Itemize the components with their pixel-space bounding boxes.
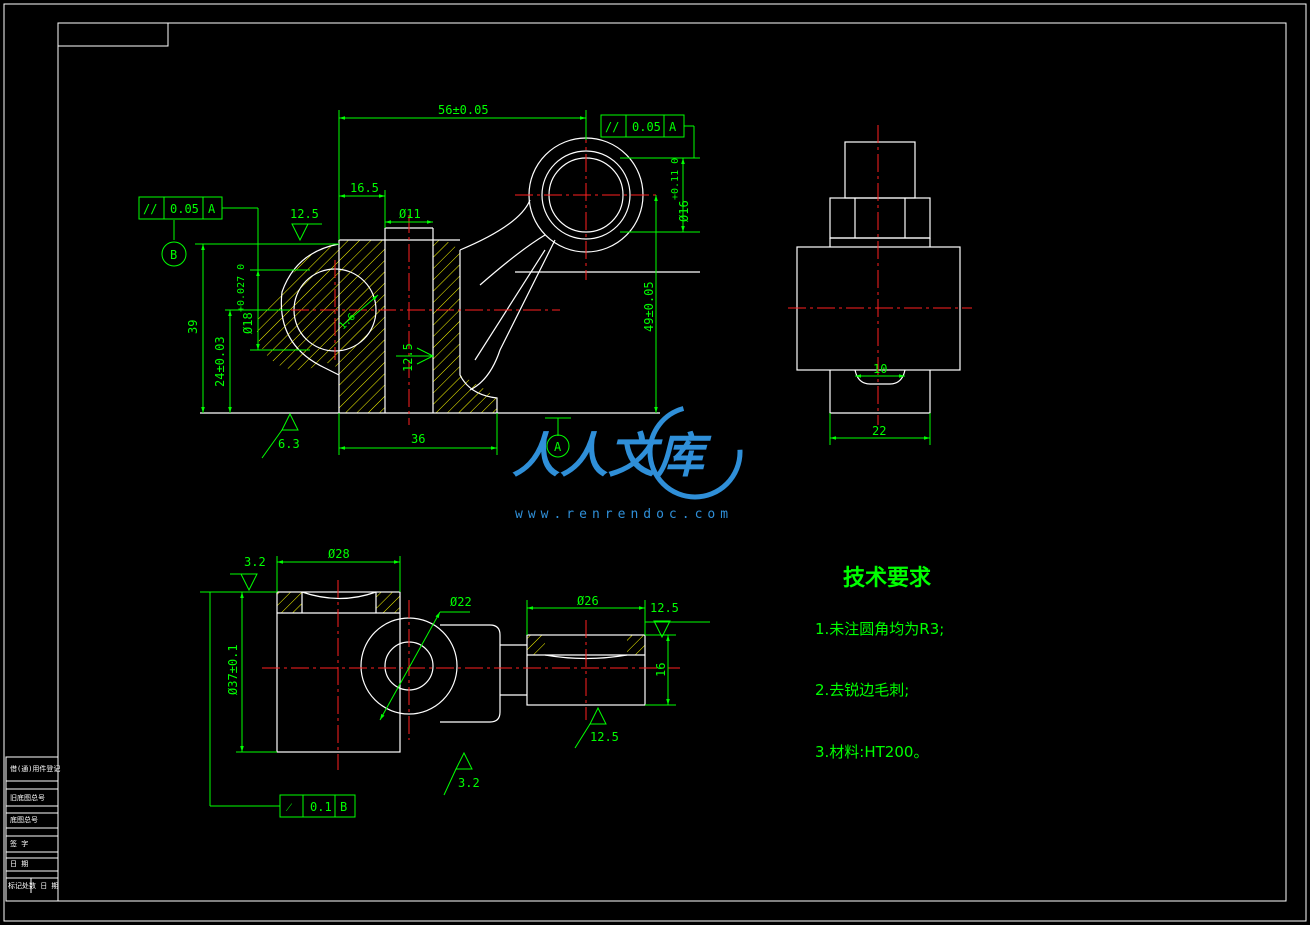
datum-b-label: B [170,248,177,262]
dim-width-36: 36 [411,432,425,446]
tech-item-3: 3.材料:HT200。 [815,743,928,761]
top-outline [276,591,646,753]
side-table-row-1: 旧底图总号 [10,793,45,802]
front-dim-texts: 56±0.05 16.5 Ø11 12.5 39 24±0.03 Ø18 +0.… [143,103,691,454]
dim-d22: Ø22 [450,595,472,609]
side-view: 10 22 [788,125,972,445]
top-fcf [279,794,356,818]
fcf-left-value: 0.05 [170,202,199,216]
top-dim-texts: Ø28 Ø22 Ø26 Ø37±0.1 16 3.2 12.5 12.5 3.2… [226,547,679,814]
roughness-base: 6.3 [278,437,300,451]
fcf-right-datum: A [669,120,677,134]
fcf-right-symbol: // [605,120,619,134]
top-view: Ø28 Ø22 Ø26 Ø37±0.1 16 3.2 12.5 12.5 3.2… [200,547,710,818]
roughness-top: 12.5 [290,207,319,221]
datum-b-circle [161,241,187,267]
side-table-row-5: 标记处数 日 期 [8,881,58,890]
side-table-row-4: 日 期 [10,860,28,868]
roughness-bottom: 3.2 [458,776,480,790]
tech-item-2: 2.去锐边毛刺; [815,681,909,699]
watermark-url: www.renrendoc.com [515,507,733,522]
dim-d37: Ø37±0.1 [226,644,240,695]
top-dim-lines [200,556,710,807]
dim-center-distance: 56±0.05 [438,103,489,117]
roughness-rib: 12.5 [401,343,415,372]
dim-width-22: 22 [872,424,886,438]
front-roughness-symbols [261,223,435,459]
dim-height-39: 39 [186,320,200,334]
datum-a-label: A [554,440,562,454]
dim-bore-18: Ø18 [241,312,255,334]
front-section-hatch [256,240,497,413]
roughness-left: 3.2 [244,555,266,569]
dim-bore-16-tol: +0.11 0 [670,158,681,200]
dim-d26: Ø26 [577,594,599,608]
front-fcf-left [138,196,223,220]
side-table [5,756,59,902]
dim-height-49: 49±0.05 [642,281,656,332]
tech-title: 技术要求 [843,566,931,591]
side-dim-lines [829,374,931,445]
top-fcf-datum: B [340,800,347,814]
datum-a-circle [546,434,570,458]
front-fcf-right [600,114,685,138]
tech-item-1: 1.未注圆角均为R3; [815,620,944,638]
roughness-right-bottom: 12.5 [590,730,619,744]
top-hatch [277,592,645,655]
side-table-labels: 借(通)用件登记 旧底图总号 底图总号 签 字 日 期 标记处数 日 期 [8,764,60,890]
side-centerlines [788,125,972,425]
side-table-row-3: 签 字 [10,839,28,848]
front-centerlines [262,125,660,425]
fcf-left-symbol: // [143,202,157,216]
dim-slot-10: 10 [873,362,887,376]
dim-height-24: 24±0.03 [213,336,227,387]
front-view: 56±0.05 16.5 Ø11 12.5 39 24±0.03 Ø18 +0.… [138,103,700,459]
fcf-right-value: 0.05 [632,120,661,134]
dim-16-5: 16.5 [350,181,379,195]
dim-bore-18-tol: +0.027 0 [236,264,247,312]
front-dim-lines [173,110,700,455]
drawing-border [3,3,1307,922]
dim-bore-11: Ø11 [399,207,421,221]
roughness-right-top: 12.5 [650,601,679,615]
dim-d28: Ø28 [328,547,350,561]
top-fcf-value: 0.1 [310,800,332,814]
side-table-row-0: 借(通)用件登记 [10,764,60,773]
top-fcf-symbol: ⁄ [285,800,293,814]
dim-h16: 16 [654,663,668,677]
top-roughness-symbols [230,573,671,796]
watermark-brand: 人人文库 [512,428,712,484]
dim-bore-16: Ø16 [677,200,691,222]
side-table-row-2: 底图总号 [10,815,38,824]
watermark: 人人文库 www.renrendoc.com [512,404,743,522]
tech-requirements: 技术要求 1.未注圆角均为R3; 2.去锐边毛刺; 3.材料:HT200。 [815,566,944,761]
fcf-left-datum: A [208,202,216,216]
watermark-logo-ring [647,404,743,500]
